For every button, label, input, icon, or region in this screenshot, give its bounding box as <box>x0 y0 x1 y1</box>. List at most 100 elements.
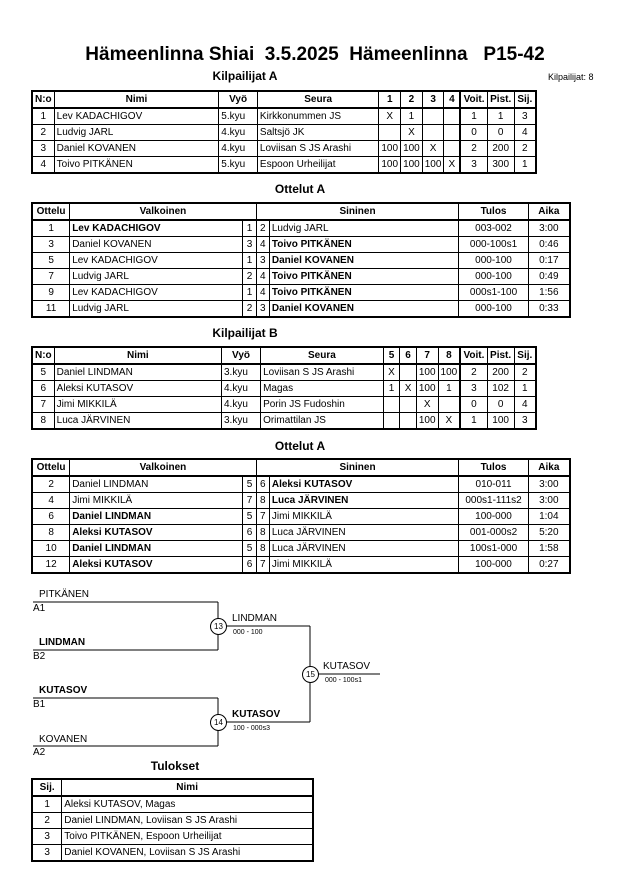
table-cell: 100 <box>437 363 461 381</box>
match-result: 000s1-100 <box>458 284 529 301</box>
match-no: 9 <box>31 284 71 301</box>
match-white: Lev KADACHIGOV <box>69 252 244 269</box>
table-cell: 3.kyu <box>220 363 262 381</box>
table-cell <box>437 396 461 413</box>
match-white: Aleksi KUTASOV <box>69 556 244 574</box>
match-no: 12 <box>31 556 71 574</box>
match-b: 4 <box>255 236 270 253</box>
table-cell: 1 <box>31 107 55 125</box>
table-cell: Jimi MIKKILÄ <box>53 396 223 413</box>
col-header: 7 <box>415 346 439 365</box>
col-header: Seura <box>256 90 380 109</box>
col-header: 1 <box>378 90 402 109</box>
match-no: 10 <box>31 540 71 557</box>
match-blue: Aleksi KUTASOV <box>268 475 460 493</box>
table-cell <box>378 124 402 141</box>
col-header: Aika <box>527 202 571 221</box>
table-cell: 5.kyu <box>218 156 258 174</box>
table-cell: 3 <box>513 412 537 430</box>
match-result: 010-011 <box>458 475 529 493</box>
table-cell: 0 <box>486 396 515 413</box>
match-w: 5 <box>242 540 257 557</box>
table-cell: Porin JS Fudoshin <box>260 396 384 413</box>
table-cell: X <box>378 107 402 125</box>
sf1-score: 000 - 100 <box>233 629 263 636</box>
table-cell: 2 <box>513 140 537 157</box>
table-cell <box>382 396 401 413</box>
match-b: 6 <box>255 475 270 493</box>
match-b: 8 <box>255 540 270 557</box>
final-match-number: 15 <box>302 666 319 683</box>
match-b: 3 <box>255 300 270 318</box>
match-time: 0:17 <box>527 252 571 269</box>
table-cell <box>399 412 417 430</box>
table-cell <box>443 124 461 141</box>
sf2-top-name: KUTASOV <box>39 685 88 696</box>
table-cell: 1 <box>459 107 488 125</box>
match-blue: Toivo PITKÄNEN <box>268 236 460 253</box>
match-result: 000s1-111s2 <box>458 492 529 509</box>
match-w: 1 <box>242 284 257 301</box>
table-cell: X <box>399 380 417 397</box>
match-w: 6 <box>242 524 257 541</box>
table-cell: 200 <box>486 363 515 381</box>
col-header: N:o <box>31 90 55 109</box>
match-blue: Luca JÄRVINEN <box>268 540 460 557</box>
match-w: 2 <box>242 300 257 318</box>
match-result: 000-100 <box>458 268 529 285</box>
table-cell: 2 <box>459 140 488 157</box>
col-header: N:o <box>31 346 55 365</box>
table-cell <box>399 363 417 381</box>
matches-b-heading: Ottelut A <box>274 439 326 453</box>
table-cell: 6 <box>31 380 55 397</box>
match-blue: Jimi MIKKILÄ <box>268 556 460 574</box>
col-header: Aika <box>527 458 571 477</box>
match-no: 8 <box>31 524 71 541</box>
sf2-match-number: 14 <box>210 714 227 731</box>
col-header: 8 <box>437 346 461 365</box>
match-no: 6 <box>31 508 71 525</box>
col-header: Vyö <box>220 346 262 365</box>
match-time: 0:33 <box>527 300 571 318</box>
match-b: 4 <box>255 268 270 285</box>
results-heading: Tulokset <box>150 759 200 773</box>
table-cell: 102 <box>486 380 515 397</box>
match-w: 3 <box>242 236 257 253</box>
match-time: 5:20 <box>527 524 571 541</box>
table-cell: 3 <box>31 140 55 157</box>
table-cell: Aleksi KUTASOV <box>53 380 223 397</box>
participant-count: Kilpailijat: 8 <box>548 72 594 82</box>
table-cell: 100 <box>486 412 515 430</box>
col-header: Voit. <box>459 346 488 365</box>
match-b: 7 <box>255 556 270 574</box>
match-no: 1 <box>31 219 71 237</box>
sf1-top-name: PITKÄNEN <box>39 589 90 600</box>
sf1-winner: LINDMAN <box>232 613 278 624</box>
match-blue: Luca JÄRVINEN <box>268 492 460 509</box>
table-cell: 5 <box>31 363 55 381</box>
match-white: Aleksi KUTASOV <box>69 524 244 541</box>
col-header: 4 <box>443 90 461 109</box>
table-cell: Lev KADACHIGOV <box>53 107 220 125</box>
match-result: 000-100s1 <box>458 236 529 253</box>
table-cell: 4.kyu <box>220 380 262 397</box>
table-cell: 100 <box>415 363 439 381</box>
match-b: 8 <box>255 492 270 509</box>
col-header: Seura <box>260 346 384 365</box>
pool-b-heading: Kilpailijat B <box>212 326 278 340</box>
match-no: 4 <box>31 492 71 509</box>
match-blue: Daniel KOVANEN <box>268 252 460 269</box>
match-white: Jimi MIKKILÄ <box>69 492 244 509</box>
